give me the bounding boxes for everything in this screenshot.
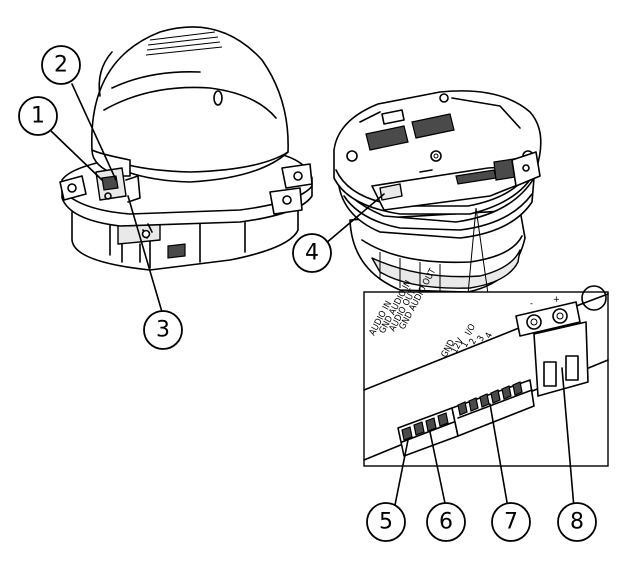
callout-2-label: 2 (54, 53, 68, 78)
io-2-label: 2 (468, 337, 479, 346)
power-connector: - + (515, 295, 589, 397)
callout-8: 8 (557, 502, 597, 542)
io-group-label: I/O (464, 323, 478, 338)
vent-grill (145, 31, 223, 56)
callout-4: 4 (292, 233, 332, 273)
callout-3-label: 3 (156, 318, 170, 343)
io-4-label: 4 (484, 331, 495, 340)
power-plus-mark: + (553, 295, 560, 305)
callout-4-label: 4 (305, 241, 319, 266)
callout-5: 5 (366, 502, 406, 542)
callout-3: 3 (143, 310, 183, 350)
callout-7: 7 (491, 502, 531, 542)
io-terminal-block (451, 379, 535, 437)
callout-1: 1 (18, 96, 58, 136)
io-3-label: 3 (476, 334, 487, 343)
leader-lines (49, 83, 575, 511)
callout-5-label: 5 (379, 510, 393, 535)
io-1-label: 1 (460, 340, 471, 349)
callout-6-label: 6 (439, 510, 453, 535)
dome-camera-assembled (59, 26, 313, 271)
power-minus-mark: - (530, 299, 533, 309)
callout-8-label: 8 (570, 510, 584, 535)
dome-camera-open (333, 90, 542, 293)
callout-6: 6 (426, 502, 466, 542)
callout-2: 2 (41, 45, 81, 85)
callout-1-label: 1 (31, 104, 45, 129)
callout-7-label: 7 (504, 510, 518, 535)
audio-terminal-block (397, 407, 459, 457)
